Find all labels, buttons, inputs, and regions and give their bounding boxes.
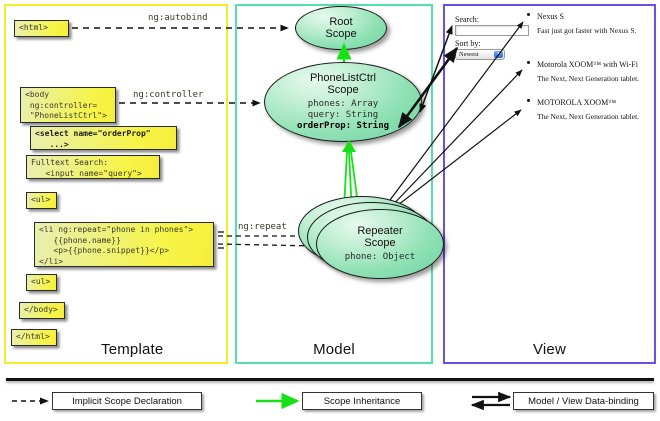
bullet-icon xyxy=(527,99,530,102)
legend-label-model-view-databinding: Model / View Data-binding xyxy=(513,392,654,410)
sort-by-selected-value: Newest xyxy=(459,51,479,58)
list-item: Nexus S Fast just got faster with Nexus … xyxy=(527,12,649,35)
legend-label-scope-inheritance: Scope Inheritance xyxy=(302,392,422,410)
phone-name[interactable]: Nexus S xyxy=(537,12,564,21)
phone-snippet: Fast just got faster with Nexus S. xyxy=(537,26,637,35)
view-search-label: Search: xyxy=(455,15,479,24)
scope-phonelistctrl-title: PhoneListCtrl Scope xyxy=(309,71,377,97)
panel-model: Model xyxy=(235,4,433,364)
code-box-li-repeat: <li ng:repeat="phone in phones"> {{phone… xyxy=(34,222,214,267)
connector-label-autobind: ng:autobind xyxy=(148,13,208,23)
scope-repeater-props: phone: Object xyxy=(344,252,416,263)
scope-phonelistctrl-props: phones: Array query: String orderProp: S… xyxy=(296,99,390,132)
search-input[interactable] xyxy=(455,25,529,36)
code-box-ul-open: <ul> xyxy=(26,192,57,209)
phone-name[interactable]: Motorola XOOM™ with Wi-Fi xyxy=(537,60,638,69)
phone-snippet: The Next, Next Generation tablet. xyxy=(537,74,640,83)
code-box-fulltext-search: Fulltext Search: <input name="query"> xyxy=(26,155,160,179)
scope-repeater: Repeater Scope phone: Object xyxy=(316,209,444,279)
panel-model-label: Model xyxy=(313,341,355,358)
phone-snippet: The Next, Next Generation tablet. xyxy=(537,112,640,121)
phone-name[interactable]: MOTOROLA XOOM™ xyxy=(537,98,617,107)
sort-by-select[interactable]: Newest ▾ xyxy=(455,49,505,60)
scope-repeater-title: Repeater Scope xyxy=(357,224,403,250)
connector-label-controller: ng:controller xyxy=(133,90,204,100)
code-box-body-close: </body> xyxy=(19,302,65,319)
connector-label-repeat: ng:repeat xyxy=(238,222,287,232)
code-box-ul-close: <ul> xyxy=(26,274,57,291)
code-box-html-open: <html> xyxy=(14,20,69,37)
scope-root-title: Root Scope xyxy=(325,15,357,40)
legend-divider xyxy=(6,378,654,381)
bullet-icon xyxy=(527,61,530,64)
scope-phonelistctrl: PhoneListCtrl Scope phones: Array query:… xyxy=(264,62,422,142)
code-box-select: <select name="orderProp" ...> xyxy=(30,126,177,150)
panel-template-label: Template xyxy=(101,341,164,358)
chevron-down-icon: ▾ xyxy=(494,51,503,58)
legend-label-implicit-scope-declaration: Implicit Scope Declaration xyxy=(52,392,202,410)
list-item: Motorola XOOM™ with Wi-Fi The Next, Next… xyxy=(527,60,649,83)
code-box-body-open: <body ng:controller= "PhoneListCtrl"> xyxy=(20,87,116,123)
list-item: MOTOROLA XOOM™ The Next, Next Generation… xyxy=(527,98,649,121)
bullet-icon xyxy=(527,13,530,16)
code-box-html-close: </html> xyxy=(11,329,57,346)
panel-view-label: View xyxy=(532,341,567,358)
legend-icon-model-view-databinding xyxy=(470,391,512,411)
view-sort-label: Sort by: xyxy=(455,39,481,48)
scope-root: Root Scope xyxy=(295,6,387,50)
